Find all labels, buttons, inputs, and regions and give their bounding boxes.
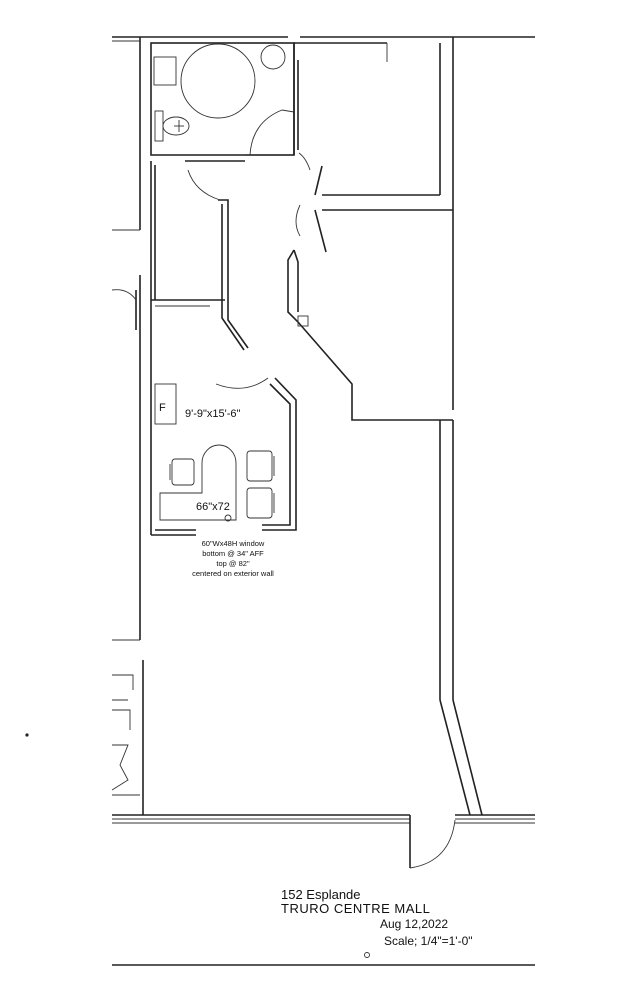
sink-circle xyxy=(180,43,256,119)
corridor-walls xyxy=(187,169,453,421)
entry-door-swing xyxy=(409,819,456,869)
window-note-line: top @ 82" xyxy=(216,559,250,568)
toilet-icon xyxy=(154,110,190,142)
window-note-line: centered on exterior wall xyxy=(192,569,274,578)
desk xyxy=(159,444,237,521)
chair-icon xyxy=(169,458,195,486)
top-wall xyxy=(112,36,535,42)
file-cabinet-label: F xyxy=(159,402,166,414)
retail-space-walls xyxy=(439,420,483,816)
window-note-line: 60"Wx48H window xyxy=(202,539,265,548)
window-note-line: bottom @ 34" AFF xyxy=(202,549,264,558)
left-exterior-wall xyxy=(111,37,144,815)
storefront-wall xyxy=(112,814,535,869)
office-room xyxy=(151,377,297,536)
address: 152 Esplande xyxy=(281,887,361,902)
plan-date: Aug 12,2022 xyxy=(380,917,449,931)
plan-scale: Scale; 1/4"=1'-0" xyxy=(384,934,473,948)
floor-drain-circle xyxy=(260,44,286,70)
right-upper-room xyxy=(293,37,454,410)
office-dimensions: 9'-9"x15'-6" xyxy=(185,408,241,420)
washroom xyxy=(150,42,295,162)
desk-size: 66"x72 xyxy=(196,501,230,513)
mall-name: TRURO CENTRE MALL xyxy=(281,901,431,916)
washroom-door-swing xyxy=(249,109,283,156)
file-cabinet xyxy=(154,383,177,425)
chair-icon xyxy=(246,450,275,482)
left-middle-room xyxy=(150,161,225,535)
chair-icon xyxy=(246,487,275,519)
